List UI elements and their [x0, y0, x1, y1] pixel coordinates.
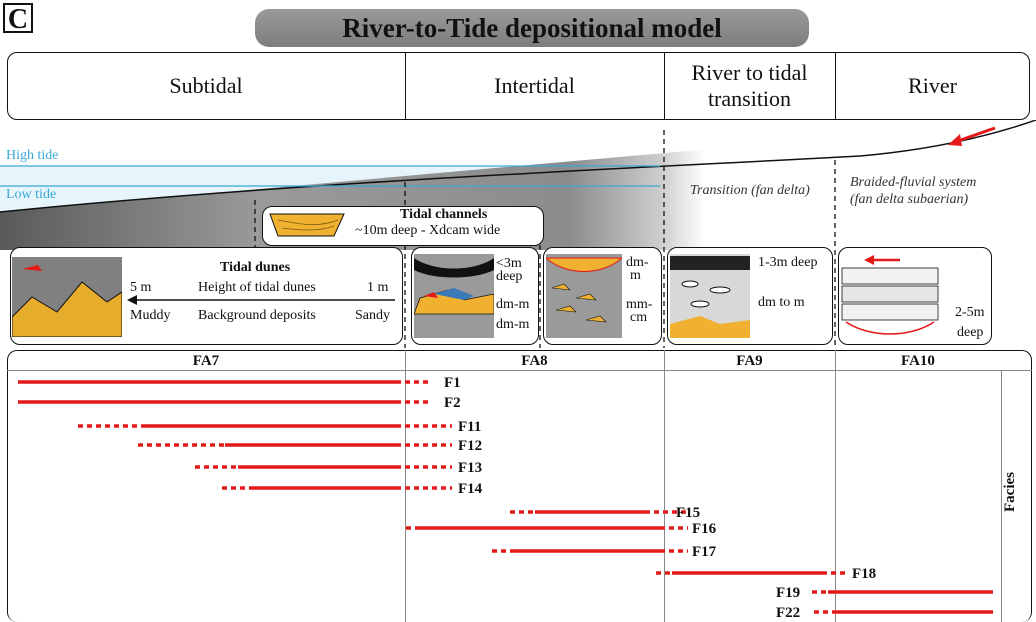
tidal-channels-desc: ~10m deep - Xdcam wide	[355, 223, 501, 238]
diagram-title: River-to-Tide depositional model	[255, 9, 809, 47]
low-tide-label: Low tide	[6, 187, 57, 202]
dunes-height-label: Height of tidal dunes	[198, 280, 316, 295]
facies-chart-frame	[7, 350, 1032, 622]
fa-divider	[405, 350, 406, 622]
fa8-right-top2: m	[630, 268, 641, 283]
zone-intertidal: Intertidal	[494, 73, 575, 98]
fa8-right-mid2: cm	[630, 310, 648, 325]
tidal-channel-sketch	[269, 213, 345, 237]
facies-label: F1	[444, 375, 461, 391]
high-tide-label: High tide	[6, 148, 59, 163]
tidal-channels-title: Tidal channels	[400, 207, 488, 222]
fa9-header: FA9	[736, 353, 763, 369]
braided-label-2: (fan delta subaerian)	[850, 192, 969, 207]
facies-header-rule	[7, 370, 1032, 371]
dunes-bg-label: Background deposits	[198, 308, 316, 323]
facies-label: F17	[692, 544, 717, 560]
facies-label: F15	[676, 505, 700, 521]
fa8-header: FA8	[521, 353, 548, 369]
zone-divider	[664, 52, 665, 120]
zone-river: River	[908, 73, 957, 98]
fa8-right-top: dm-	[626, 255, 649, 270]
dunes-arrow	[127, 295, 395, 305]
dunes-right-bg: Sandy	[355, 308, 390, 323]
zone-divider	[835, 52, 836, 120]
facies-label: F13	[458, 460, 482, 476]
fa9-sketch	[670, 254, 750, 338]
facies-label: F14	[458, 481, 483, 497]
dunes-left-height: 5 m	[130, 280, 152, 295]
facies-label: F22	[776, 605, 800, 621]
fa8-left-mid: dm-m	[496, 297, 530, 312]
fa8-left-top2: deep	[496, 269, 523, 284]
braided-label-1: Braided-fluvial system	[850, 175, 977, 190]
facies-label: F2	[444, 395, 461, 411]
fa10-depth1: 2-5m	[955, 305, 985, 320]
fa8-right-mid: mm-	[626, 297, 653, 312]
zone-header	[7, 52, 1030, 120]
fa7-header: FA7	[192, 353, 220, 369]
zone-subtidal: Subtidal	[169, 73, 243, 98]
dunes-left-bg: Muddy	[130, 308, 171, 323]
facies-label: F11	[458, 419, 481, 435]
fa9-mid: dm to m	[758, 295, 805, 310]
sediment-body	[0, 120, 1036, 250]
fa8-left-sketch	[414, 254, 494, 338]
dunes-right-height: 1 m	[367, 280, 389, 295]
fa-divider	[664, 350, 665, 622]
fa8-left-bot: dm-m	[496, 317, 530, 332]
dune-sketch	[12, 257, 122, 337]
fa-divider	[835, 350, 836, 622]
transition-label: Transition (fan delta)	[690, 183, 810, 198]
fa10-depth2: deep	[957, 325, 984, 340]
facies-label: F19	[776, 585, 800, 601]
tidal-dunes-title: Tidal dunes	[220, 260, 291, 275]
zone-divider	[405, 52, 406, 120]
fa10-sketch	[841, 255, 939, 335]
facies-label: F18	[852, 566, 876, 582]
facies-label: F16	[692, 521, 717, 537]
fa9-top: 1-3m deep	[758, 255, 818, 270]
fa10-header: FA10	[901, 353, 935, 369]
fa8-left-top: <3m	[496, 256, 522, 271]
panel-letter: C	[3, 3, 33, 35]
facies-axis-divider	[1001, 370, 1002, 622]
facies-label: F12	[458, 438, 482, 454]
fa8-right-sketch	[546, 254, 622, 338]
flow-arrow	[954, 126, 996, 144]
zone-transition: River to tidal transition	[691, 60, 808, 111]
